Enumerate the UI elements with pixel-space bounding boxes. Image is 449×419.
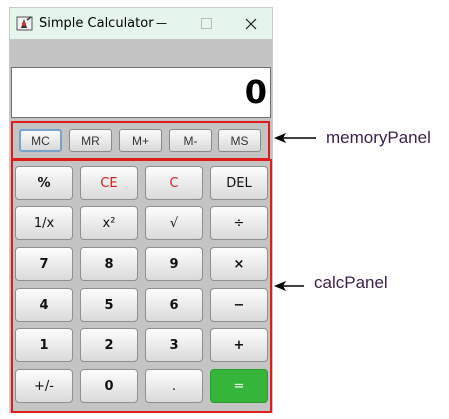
divide-button[interactable]: ÷ bbox=[210, 206, 268, 240]
close-button[interactable] bbox=[231, 8, 271, 39]
subtract-button[interactable]: − bbox=[210, 288, 268, 322]
calc-panel-label: calcPanel bbox=[314, 273, 388, 292]
memory-store-button[interactable]: MS bbox=[218, 129, 261, 152]
maximize-button[interactable] bbox=[186, 8, 226, 39]
clear-entry-button[interactable]: CE bbox=[80, 166, 138, 200]
java-duke-icon bbox=[16, 16, 33, 31]
delete-button[interactable]: DEL bbox=[210, 166, 268, 200]
digit-3-button[interactable]: 3 bbox=[145, 328, 203, 362]
minimize-icon bbox=[156, 23, 166, 24]
minimize-button[interactable] bbox=[141, 8, 181, 39]
square-button[interactable]: x² bbox=[80, 206, 138, 240]
digit-0-button[interactable]: 0 bbox=[80, 369, 138, 403]
sqrt-button[interactable]: √ bbox=[145, 206, 203, 240]
decimal-button[interactable]: . bbox=[145, 369, 203, 403]
memory-clear-button[interactable]: MC bbox=[19, 129, 62, 152]
calc-panel-arrow bbox=[274, 281, 304, 291]
memory-panel-arrow bbox=[274, 133, 316, 143]
window-title: Simple Calculator bbox=[39, 16, 154, 31]
multiply-button[interactable]: × bbox=[210, 247, 268, 281]
memory-add-button[interactable]: M+ bbox=[119, 129, 162, 152]
equals-button[interactable]: = bbox=[210, 369, 268, 403]
digit-9-button[interactable]: 9 bbox=[145, 247, 203, 281]
display-value: 0 bbox=[244, 73, 267, 111]
reciprocal-button[interactable]: 1/x bbox=[15, 206, 73, 240]
close-icon bbox=[245, 18, 257, 29]
digit-7-button[interactable]: 7 bbox=[15, 247, 73, 281]
result-display: 0 bbox=[11, 67, 271, 118]
digit-8-button[interactable]: 8 bbox=[80, 247, 138, 281]
memory-panel-label: memoryPanel bbox=[326, 128, 431, 147]
calc-panel: % CE C DEL 1/x x² √ ÷ 7 8 9 × 4 5 6 − 1 … bbox=[11, 159, 272, 413]
digit-4-button[interactable]: 4 bbox=[15, 288, 73, 322]
memory-recall-button[interactable]: MR bbox=[69, 129, 112, 152]
digit-1-button[interactable]: 1 bbox=[15, 328, 73, 362]
add-button[interactable]: + bbox=[210, 328, 268, 362]
percent-button[interactable]: % bbox=[15, 166, 73, 200]
title-bar[interactable]: Simple Calculator bbox=[10, 8, 272, 39]
digit-2-button[interactable]: 2 bbox=[80, 328, 138, 362]
memory-subtract-button[interactable]: M- bbox=[169, 129, 212, 152]
memory-panel: MC MR M+ M- MS bbox=[11, 121, 270, 160]
clear-button[interactable]: C bbox=[145, 166, 203, 200]
digit-6-button[interactable]: 6 bbox=[145, 288, 203, 322]
calculator-window: Simple Calculator 0 MC MR M+ M- MS % bbox=[9, 7, 273, 413]
negate-button[interactable]: +/- bbox=[15, 369, 73, 403]
digit-5-button[interactable]: 5 bbox=[80, 288, 138, 322]
maximize-icon bbox=[200, 18, 212, 29]
